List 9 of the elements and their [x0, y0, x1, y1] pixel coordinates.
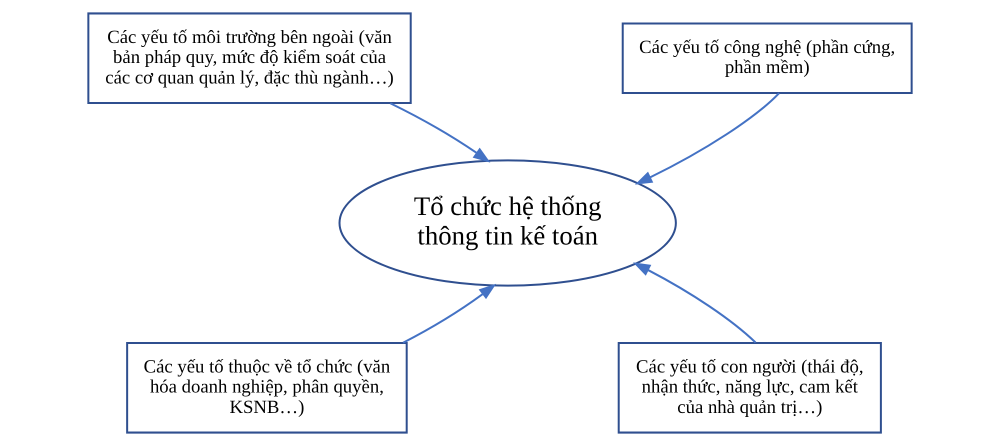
arrow: [633, 262, 756, 344]
node-box: Các yếu tố thuộc về tổ chức (văn hóa doanh nghiệp, phân quyền, KSNB…): [126, 342, 408, 434]
node-box: Các yếu tố môi trường bên ngoài (văn bản pháp quy, mức độ kiểm soát của các cơ quan quản lý, đặc thù ngành…): [87, 12, 412, 104]
arrow: [402, 284, 496, 344]
arrow: [390, 102, 490, 163]
node-ellipse: Tổ chức hệ thống thông tin kế toán: [338, 159, 677, 287]
node-box: Các yếu tố công nghệ (phần cứng, phần mềm): [622, 22, 913, 94]
node-box: Các yếu tố con người (thái độ, nhận thức, năng lực, cam kết của nhà quản trị…): [618, 342, 882, 434]
arrow: [634, 92, 780, 185]
